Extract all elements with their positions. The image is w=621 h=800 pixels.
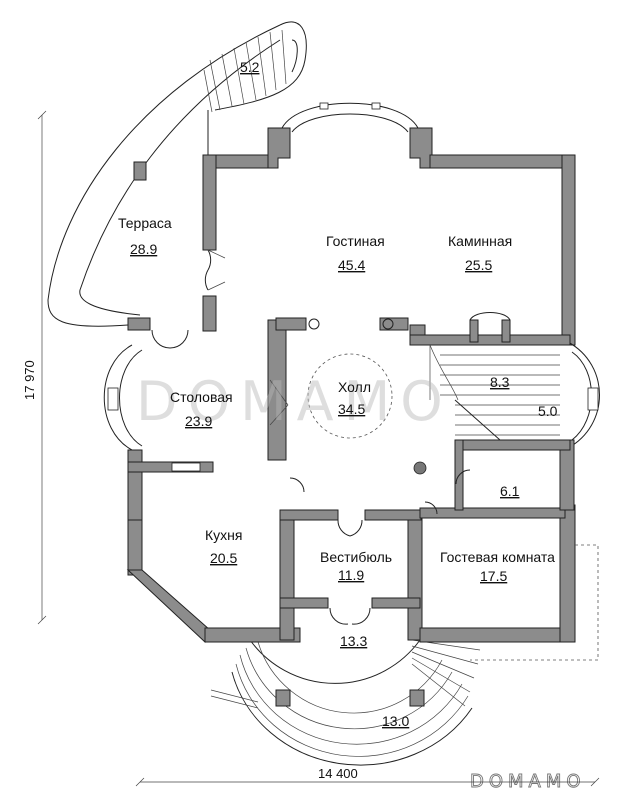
dimension-height-label: 17 970 (22, 360, 37, 400)
area-stair-top: 5.2 (240, 59, 260, 75)
area-stair-main: 8.3 (490, 374, 510, 390)
room-name-hall: Холл (338, 379, 371, 395)
room-name-dining: Столовая (170, 389, 233, 405)
watermark-center: DOMAMO (136, 370, 453, 433)
room-area-fireplace: 25.5 (465, 257, 492, 273)
room-name-vestibule: Вестибюль (320, 549, 392, 565)
area-small-room: 6.1 (500, 483, 520, 499)
area-steps: 13.0 (382, 713, 409, 729)
room-name-guest: Гостевая комната (440, 549, 555, 565)
dimension-height: 17 970 (22, 110, 47, 625)
exterior-walls (103, 102, 600, 661)
dimension-width: 14 400 (135, 766, 600, 787)
room-name-kitchen: Кухня (205, 527, 242, 543)
room-name-fireplace: Каминная (448, 233, 512, 249)
watermark-corner: DOMAMO (470, 771, 586, 792)
area-porch: 13.3 (340, 633, 367, 649)
room-area-vestibule: 11.9 (338, 567, 364, 583)
room-name-living: Гостиная (326, 233, 385, 249)
entrance-steps (210, 639, 481, 766)
dimension-width-label: 14 400 (318, 766, 358, 781)
room-area-hall: 34.5 (338, 401, 365, 417)
area-stair-side: 5.0 (538, 403, 558, 419)
room-area-guest: 17.5 (480, 568, 507, 584)
room-area-living: 45.4 (338, 257, 365, 273)
room-name-terrace: Терраса (118, 215, 172, 231)
windows (107, 102, 599, 472)
room-area-dining: 23.9 (185, 413, 212, 429)
hall-features (307, 318, 427, 475)
room-area-terrace: 28.9 (130, 241, 157, 257)
room-area-kitchen: 20.5 (210, 550, 237, 566)
terrace-outline (47, 21, 307, 327)
doors (151, 249, 471, 625)
main-staircase (429, 312, 560, 441)
